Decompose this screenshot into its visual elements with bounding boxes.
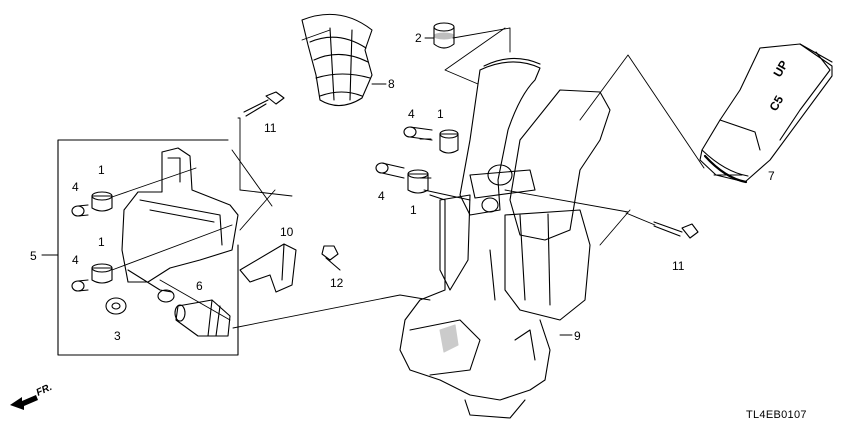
bellows-part-8 (301, 13, 373, 107)
callout-1-resonator-lower: 1 (98, 235, 105, 249)
callout-12: 12 (330, 276, 344, 290)
callout-11-upper: 11 (264, 121, 277, 135)
bolt-part-11-upper (243, 91, 285, 117)
resonator-part-5 (121, 147, 239, 303)
inlet-duct-part-7 (699, 43, 833, 184)
callout-2: 2 (415, 31, 422, 45)
diagram-code: TL4EB0107 (746, 409, 807, 421)
duct-marking-c5: C5 (766, 93, 786, 114)
intake-duct-part-9 (399, 57, 611, 419)
callout-1-resonator-upper: 1 (98, 163, 105, 177)
callout-3: 3 (114, 329, 121, 343)
collar-part-4a (71, 204, 89, 217)
callout-8: 8 (388, 77, 395, 91)
bolt-part-12 (321, 245, 341, 271)
damper-part-1d (407, 169, 429, 194)
collar-part-4c (403, 126, 433, 141)
hose-part-6 (174, 299, 231, 337)
group-box-5 (57, 139, 239, 356)
duct-marking-up: UP (770, 58, 790, 79)
callout-4-resonator-lower: 4 (72, 253, 79, 267)
callout-6: 6 (196, 279, 203, 293)
callout-9: 9 (574, 329, 581, 343)
callout-10: 10 (280, 225, 294, 239)
bracket-part-10 (239, 243, 297, 293)
collar-part-4d (375, 162, 405, 179)
damper-part-1a (91, 191, 113, 212)
callout-1-duct-upper: 1 (437, 107, 444, 121)
front-direction-label: FR. (35, 382, 54, 399)
callout-11-lower: 11 (672, 259, 685, 273)
damper-part-1b (91, 263, 113, 284)
damper-part-1c (439, 129, 459, 154)
callout-4-resonator-upper: 4 (72, 180, 79, 194)
callout-1-duct-lower: 1 (410, 203, 417, 217)
grommet-part-3 (105, 297, 127, 315)
front-direction-arrow (10, 395, 38, 410)
callout-4-duct-upper: 4 (408, 107, 415, 121)
collar-part-4b (71, 279, 89, 292)
callout-7: 7 (768, 169, 775, 183)
leader-lines (111, 27, 743, 336)
grommet-part-2 (433, 22, 455, 49)
callout-5: 5 (30, 249, 37, 263)
bolt-part-11-lower (653, 221, 699, 239)
callout-4-duct-lower: 4 (378, 189, 385, 203)
